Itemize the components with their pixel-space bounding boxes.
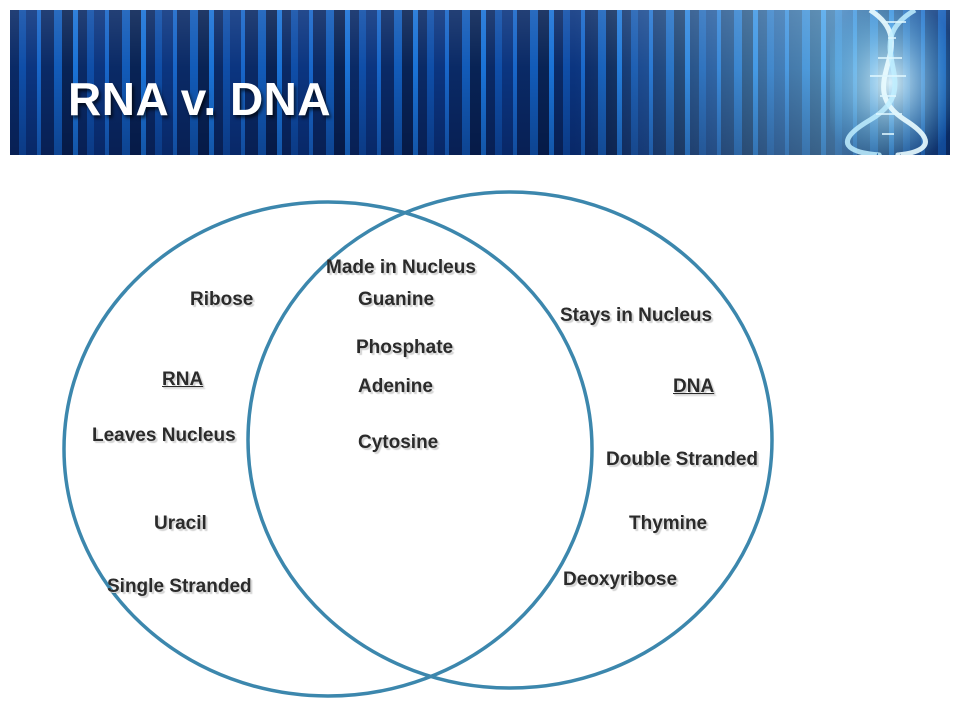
dna-circle [246,190,774,690]
rna-item: Uracil [154,513,207,534]
intersection-item: Guanine [358,289,435,310]
dna-item: Stays in Nucleus [560,305,713,326]
slide-title: RNA v. DNA [68,73,332,125]
rna-item: Ribose [190,289,254,310]
title-banner: RNA v. DNA [10,10,950,155]
dna-helix-icon [830,10,950,155]
dna-item: Double Stranded [606,449,759,470]
intersection-item: Phosphate [356,337,454,358]
intersection-item: Cytosine [358,432,439,453]
dna-set-label: DNA [673,376,715,397]
rna-circle [62,200,594,698]
intersection-item: Made in Nucleus [326,257,476,278]
intersection-item: Adenine [358,376,433,397]
dna-item: Deoxyribose [563,569,678,590]
rna-set-label: RNA [162,369,204,390]
dna-item: Thymine [629,513,708,534]
rna-item: Single Stranded [107,576,252,597]
rna-item: Leaves Nucleus [92,425,236,446]
